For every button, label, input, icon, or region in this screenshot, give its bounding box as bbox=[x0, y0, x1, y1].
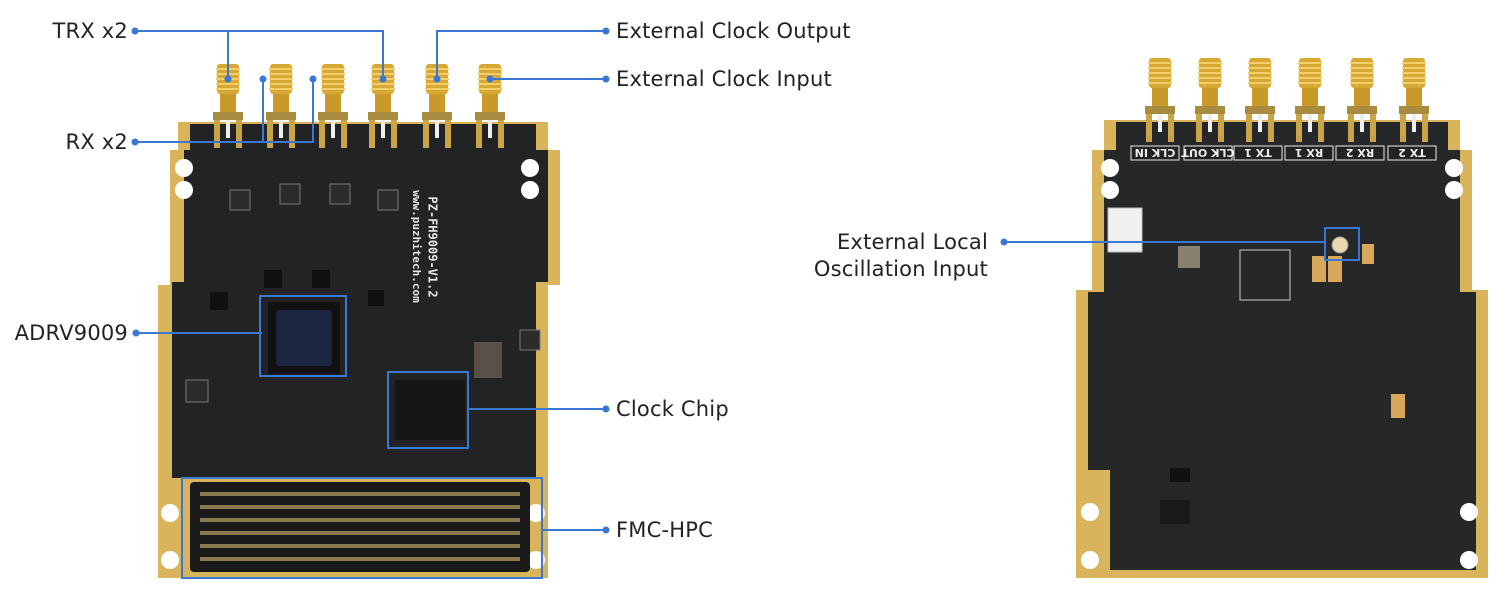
callout-line-rx bbox=[135, 79, 314, 143]
j12-ufl-connector bbox=[1331, 236, 1349, 254]
highlight-ext-lo bbox=[1324, 227, 1360, 261]
label-external-lo-line2: Oscillation Input bbox=[813, 257, 988, 281]
port-label-box bbox=[1284, 145, 1334, 161]
callout-line-trx-2 bbox=[228, 30, 384, 79]
mount-hole bbox=[161, 504, 179, 522]
mount-hole bbox=[1460, 503, 1478, 521]
mount-hole bbox=[1101, 159, 1119, 177]
mount-hole bbox=[1445, 159, 1463, 177]
mount-hole bbox=[1101, 181, 1119, 199]
label-adrv9009: ADRV9009 bbox=[14, 321, 128, 345]
label-fmc-hpc: FMC-HPC bbox=[616, 518, 713, 542]
mount-hole bbox=[1081, 551, 1099, 569]
label-trx: TRX x2 bbox=[52, 19, 128, 43]
callout-dot bbox=[379, 75, 387, 83]
label-rx: RX x2 bbox=[65, 130, 128, 154]
sma-connector-back-2 bbox=[1245, 58, 1275, 142]
callout-dot bbox=[1000, 238, 1008, 246]
callout-line-trx bbox=[135, 30, 229, 79]
back-board-pcb bbox=[1088, 122, 1476, 570]
callout-dot bbox=[486, 75, 494, 83]
port-label-box bbox=[1335, 145, 1385, 161]
mount-hole bbox=[527, 504, 545, 522]
port-label-box bbox=[1233, 145, 1283, 161]
sma-connector-back-1 bbox=[1195, 58, 1225, 142]
callout-dot bbox=[602, 75, 610, 83]
mount-hole bbox=[521, 181, 539, 199]
callout-dot bbox=[259, 75, 267, 83]
highlight-fmc bbox=[181, 477, 543, 579]
u21-chip bbox=[1160, 500, 1190, 524]
port-label-box bbox=[1387, 145, 1437, 161]
callout-dot bbox=[309, 75, 317, 83]
callout-dot bbox=[602, 27, 610, 35]
clock-chip bbox=[395, 380, 465, 440]
highlight-adrv9009 bbox=[259, 295, 347, 377]
callout-dot bbox=[131, 138, 139, 146]
callout-dot bbox=[132, 329, 140, 337]
port-label-box bbox=[1130, 145, 1180, 161]
port-label: TX 1 bbox=[1244, 146, 1271, 159]
fmc-connector bbox=[190, 482, 530, 572]
sma-connector-back-3 bbox=[1295, 58, 1325, 142]
label-external-clock-output: External Clock Output bbox=[616, 19, 851, 43]
port-label: RX 2 bbox=[1346, 146, 1374, 159]
callout-dot bbox=[602, 526, 610, 534]
silkscreen-model: PZ-FH9009-V1.2 bbox=[425, 196, 440, 298]
port-label: CLK IN bbox=[1135, 146, 1176, 159]
mount-hole bbox=[1081, 503, 1099, 521]
port-label: TX 2 bbox=[1398, 146, 1425, 159]
label-clock-chip: Clock Chip bbox=[616, 397, 729, 421]
callout-dot bbox=[602, 405, 610, 413]
label-external-clock-input: External Clock Input bbox=[616, 67, 832, 91]
label-external-lo-line1: External Local bbox=[836, 230, 988, 254]
port-label: RX 1 bbox=[1295, 146, 1323, 159]
sma-connector-j8 bbox=[318, 64, 348, 148]
callout-dot bbox=[433, 75, 441, 83]
sma-connector-back-4 bbox=[1347, 58, 1377, 142]
callout-dot bbox=[131, 27, 139, 35]
u46-chip bbox=[1170, 468, 1190, 482]
silkscreen-url: www.puzhitech.com bbox=[409, 190, 423, 303]
mount-hole bbox=[527, 551, 545, 569]
mount-hole bbox=[1460, 551, 1478, 569]
mount-hole bbox=[161, 551, 179, 569]
port-label: CLK OUT bbox=[1181, 146, 1235, 159]
callout-line-clk-out bbox=[436, 30, 606, 79]
sma-connector-j11 bbox=[266, 64, 296, 148]
fmc-pin-rows bbox=[200, 492, 520, 561]
callout-dot bbox=[224, 75, 232, 83]
highlight-clock-chip bbox=[387, 371, 469, 449]
port-label-box bbox=[1183, 145, 1233, 161]
sma-connector-back-5 bbox=[1399, 58, 1429, 142]
sma-connector-back-0 bbox=[1145, 58, 1175, 142]
mount-hole bbox=[521, 159, 539, 177]
mount-hole bbox=[175, 159, 193, 177]
mount-hole bbox=[1445, 181, 1463, 199]
j22-connector bbox=[1107, 207, 1143, 253]
mount-hole bbox=[175, 181, 193, 199]
